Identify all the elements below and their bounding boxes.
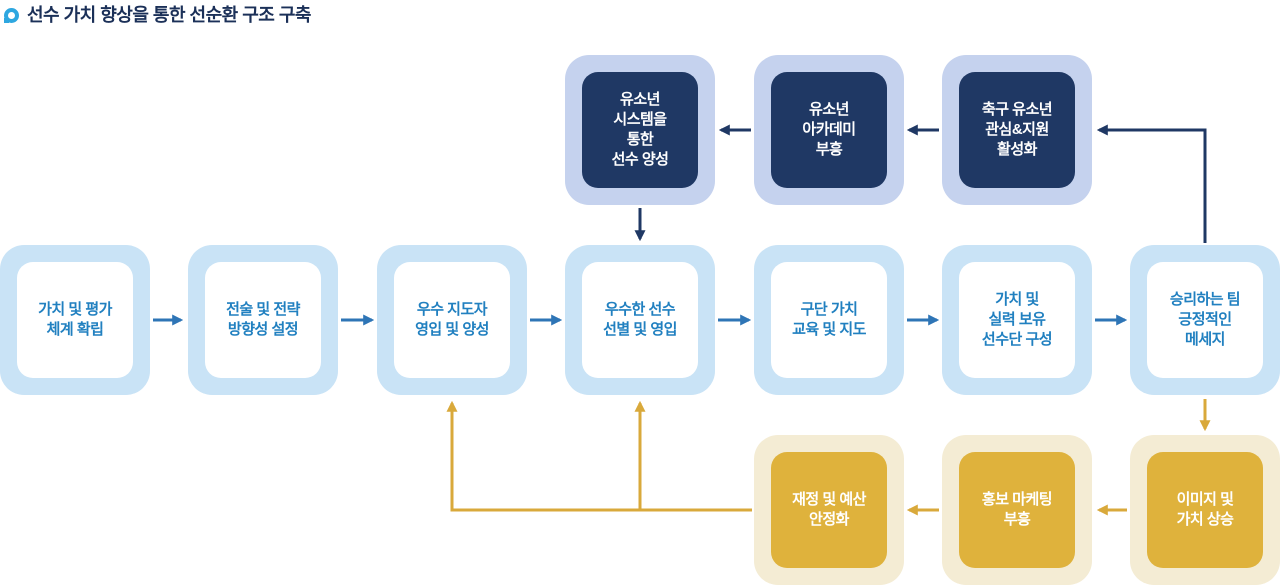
- arrow-team-to-youth: [1096, 124, 1207, 243]
- node-label: 홍보 마케팅 부흥: [959, 452, 1075, 568]
- node-label: 축구 유소년 관심&지원 활성화: [959, 72, 1075, 188]
- node-youth-support: 축구 유소년 관심&지원 활성화: [942, 55, 1092, 205]
- node-label: 가치 및 평가 체계 확립: [17, 262, 133, 378]
- node-label: 전술 및 전략 방향성 설정: [205, 262, 321, 378]
- node-label: 승리하는 팀 긍정적인 메세지: [1147, 262, 1263, 378]
- arrow-finance-feedback: [446, 400, 752, 512]
- title-bullet-icon: [4, 8, 19, 24]
- node-coach-recruitment: 우수 지도자 영입 및 양성: [377, 245, 527, 395]
- node-image-value-rise: 이미지 및 가치 상승: [1130, 435, 1280, 585]
- node-finance-stability: 재정 및 예산 안정화: [754, 435, 904, 585]
- node-club-value-education: 구단 가치 교육 및 지도: [754, 245, 904, 395]
- node-label: 구단 가치 교육 및 지도: [771, 262, 887, 378]
- node-label: 우수 지도자 영입 및 양성: [394, 262, 510, 378]
- page-title: 선수 가치 향상을 통한 선순환 구조 구축: [27, 5, 311, 25]
- node-label: 유소년 아카데미 부흥: [771, 72, 887, 188]
- node-winning-team: 승리하는 팀 긍정적인 메세지: [1130, 245, 1280, 395]
- node-value-evaluation: 가치 및 평가 체계 확립: [0, 245, 150, 395]
- node-youth-academy: 유소년 아카데미 부흥: [754, 55, 904, 205]
- node-youth-system: 유소년 시스템을 통한 선수 양성: [565, 55, 715, 205]
- node-label: 우수한 선수 선별 및 영입: [582, 262, 698, 378]
- node-player-selection: 우수한 선수 선별 및 영입: [565, 245, 715, 395]
- node-label: 재정 및 예산 안정화: [771, 452, 887, 568]
- node-strategy-direction: 전술 및 전략 방향성 설정: [188, 245, 338, 395]
- node-label: 이미지 및 가치 상승: [1147, 452, 1263, 568]
- page-title-row: 선수 가치 향상을 통한 선순환 구조 구축: [4, 5, 311, 27]
- node-pr-marketing: 홍보 마케팅 부흥: [942, 435, 1092, 585]
- node-squad-composition: 가치 및 실력 보유 선수단 구성: [942, 245, 1092, 395]
- node-label: 가치 및 실력 보유 선수단 구성: [959, 262, 1075, 378]
- node-label: 유소년 시스템을 통한 선수 양성: [582, 72, 698, 188]
